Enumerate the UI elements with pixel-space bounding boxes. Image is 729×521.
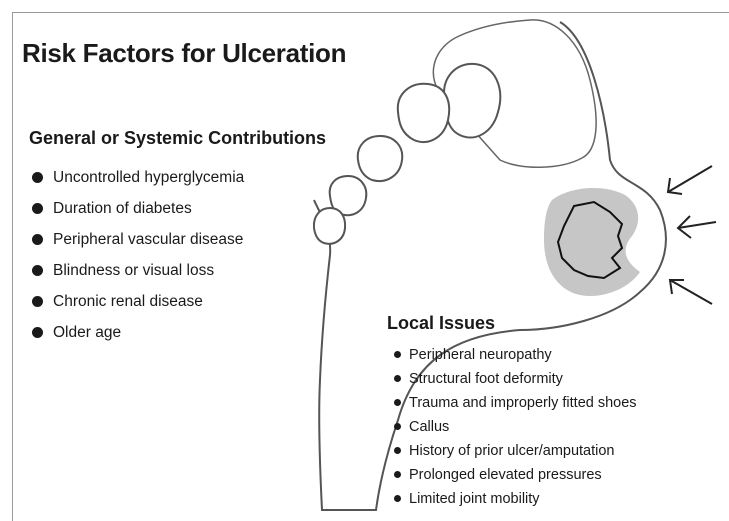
bullet-icon <box>394 375 401 382</box>
bullet-icon <box>32 265 43 276</box>
local-heading: Local Issues <box>387 313 495 334</box>
list-item-label: History of prior ulcer/amputation <box>409 443 615 459</box>
list-item-label: Older age <box>53 324 121 341</box>
list-item-label: Blindness or visual loss <box>53 262 214 279</box>
list-item: Chronic renal disease <box>32 292 244 323</box>
list-item-label: Peripheral vascular disease <box>53 231 243 248</box>
list-item-label: Prolonged elevated pressures <box>409 467 602 483</box>
arrow-lower <box>670 280 712 304</box>
list-item-label: Chronic renal disease <box>53 293 203 310</box>
list-item: Structural foot deformity <box>394 370 637 394</box>
toe-fifth <box>314 208 345 244</box>
list-item-label: Trauma and improperly fitted shoes <box>409 395 637 411</box>
list-item: Peripheral neuropathy <box>394 346 637 370</box>
bullet-icon <box>394 399 401 406</box>
list-item: Older age <box>32 323 244 354</box>
list-item-label: Duration of diabetes <box>53 200 192 217</box>
general-list: Uncontrolled hyperglycemia Duration of d… <box>32 168 244 354</box>
bullet-icon <box>394 471 401 478</box>
toe-big <box>444 64 500 138</box>
general-heading: General or Systemic Contributions <box>29 128 326 149</box>
page-title: Risk Factors for Ulceration <box>22 38 346 69</box>
list-item: Prolonged elevated pressures <box>394 466 637 490</box>
bullet-icon <box>394 447 401 454</box>
arrow-middle <box>678 216 716 238</box>
local-list: Peripheral neuropathy Structural foot de… <box>394 346 637 514</box>
list-item-label: Callus <box>409 419 449 435</box>
bullet-icon <box>32 327 43 338</box>
bullet-icon <box>32 172 43 183</box>
list-item: Peripheral vascular disease <box>32 230 244 261</box>
toe-third <box>358 136 403 181</box>
list-item: Uncontrolled hyperglycemia <box>32 168 244 199</box>
list-item: Callus <box>394 418 637 442</box>
list-item: History of prior ulcer/amputation <box>394 442 637 466</box>
list-item: Limited joint mobility <box>394 490 637 514</box>
list-item: Trauma and improperly fitted shoes <box>394 394 637 418</box>
toe-second <box>398 84 449 142</box>
list-item-label: Uncontrolled hyperglycemia <box>53 169 244 186</box>
arrow-upper <box>668 166 712 194</box>
bullet-icon <box>32 234 43 245</box>
bullet-icon <box>32 296 43 307</box>
list-item: Blindness or visual loss <box>32 261 244 292</box>
bullet-icon <box>394 495 401 502</box>
list-item-label: Limited joint mobility <box>409 491 540 507</box>
bullet-icon <box>394 423 401 430</box>
bullet-icon <box>394 351 401 358</box>
list-item-label: Structural foot deformity <box>409 371 563 387</box>
bullet-icon <box>32 203 43 214</box>
list-item: Duration of diabetes <box>32 199 244 230</box>
list-item-label: Peripheral neuropathy <box>409 347 552 363</box>
